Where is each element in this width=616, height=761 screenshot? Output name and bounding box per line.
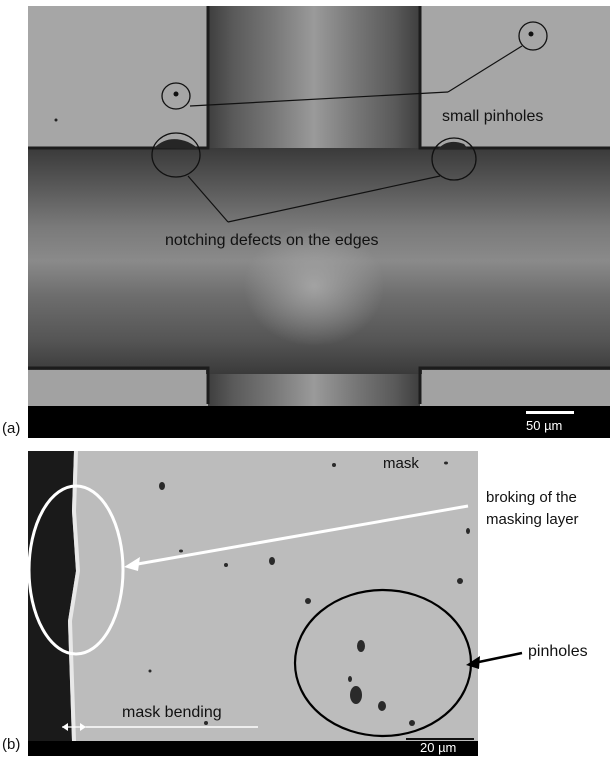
- scale-bar-a-label: 50 µm: [526, 418, 563, 433]
- scale-bar-b-label: 20 µm: [420, 740, 457, 755]
- panel-a-label: (a): [2, 420, 21, 437]
- panel-b-label: (b): [2, 736, 21, 753]
- mask-label: mask: [383, 455, 419, 472]
- micrograph-a: [28, 6, 610, 438]
- micrograph-a-image: [28, 6, 610, 438]
- broking-label-line1: broking of the: [486, 489, 577, 506]
- micrograph-b: [28, 451, 478, 756]
- notching-label: notching defects on the edges: [165, 232, 379, 249]
- small-pinholes-label: small pinholes: [442, 108, 544, 125]
- micrograph-b-image: [28, 451, 478, 756]
- broking-label-line2: masking layer: [486, 511, 579, 528]
- mask-bending-label: mask bending: [122, 704, 222, 721]
- pinholes-label: pinholes: [528, 643, 588, 660]
- channel-label: channel: [6, 619, 23, 672]
